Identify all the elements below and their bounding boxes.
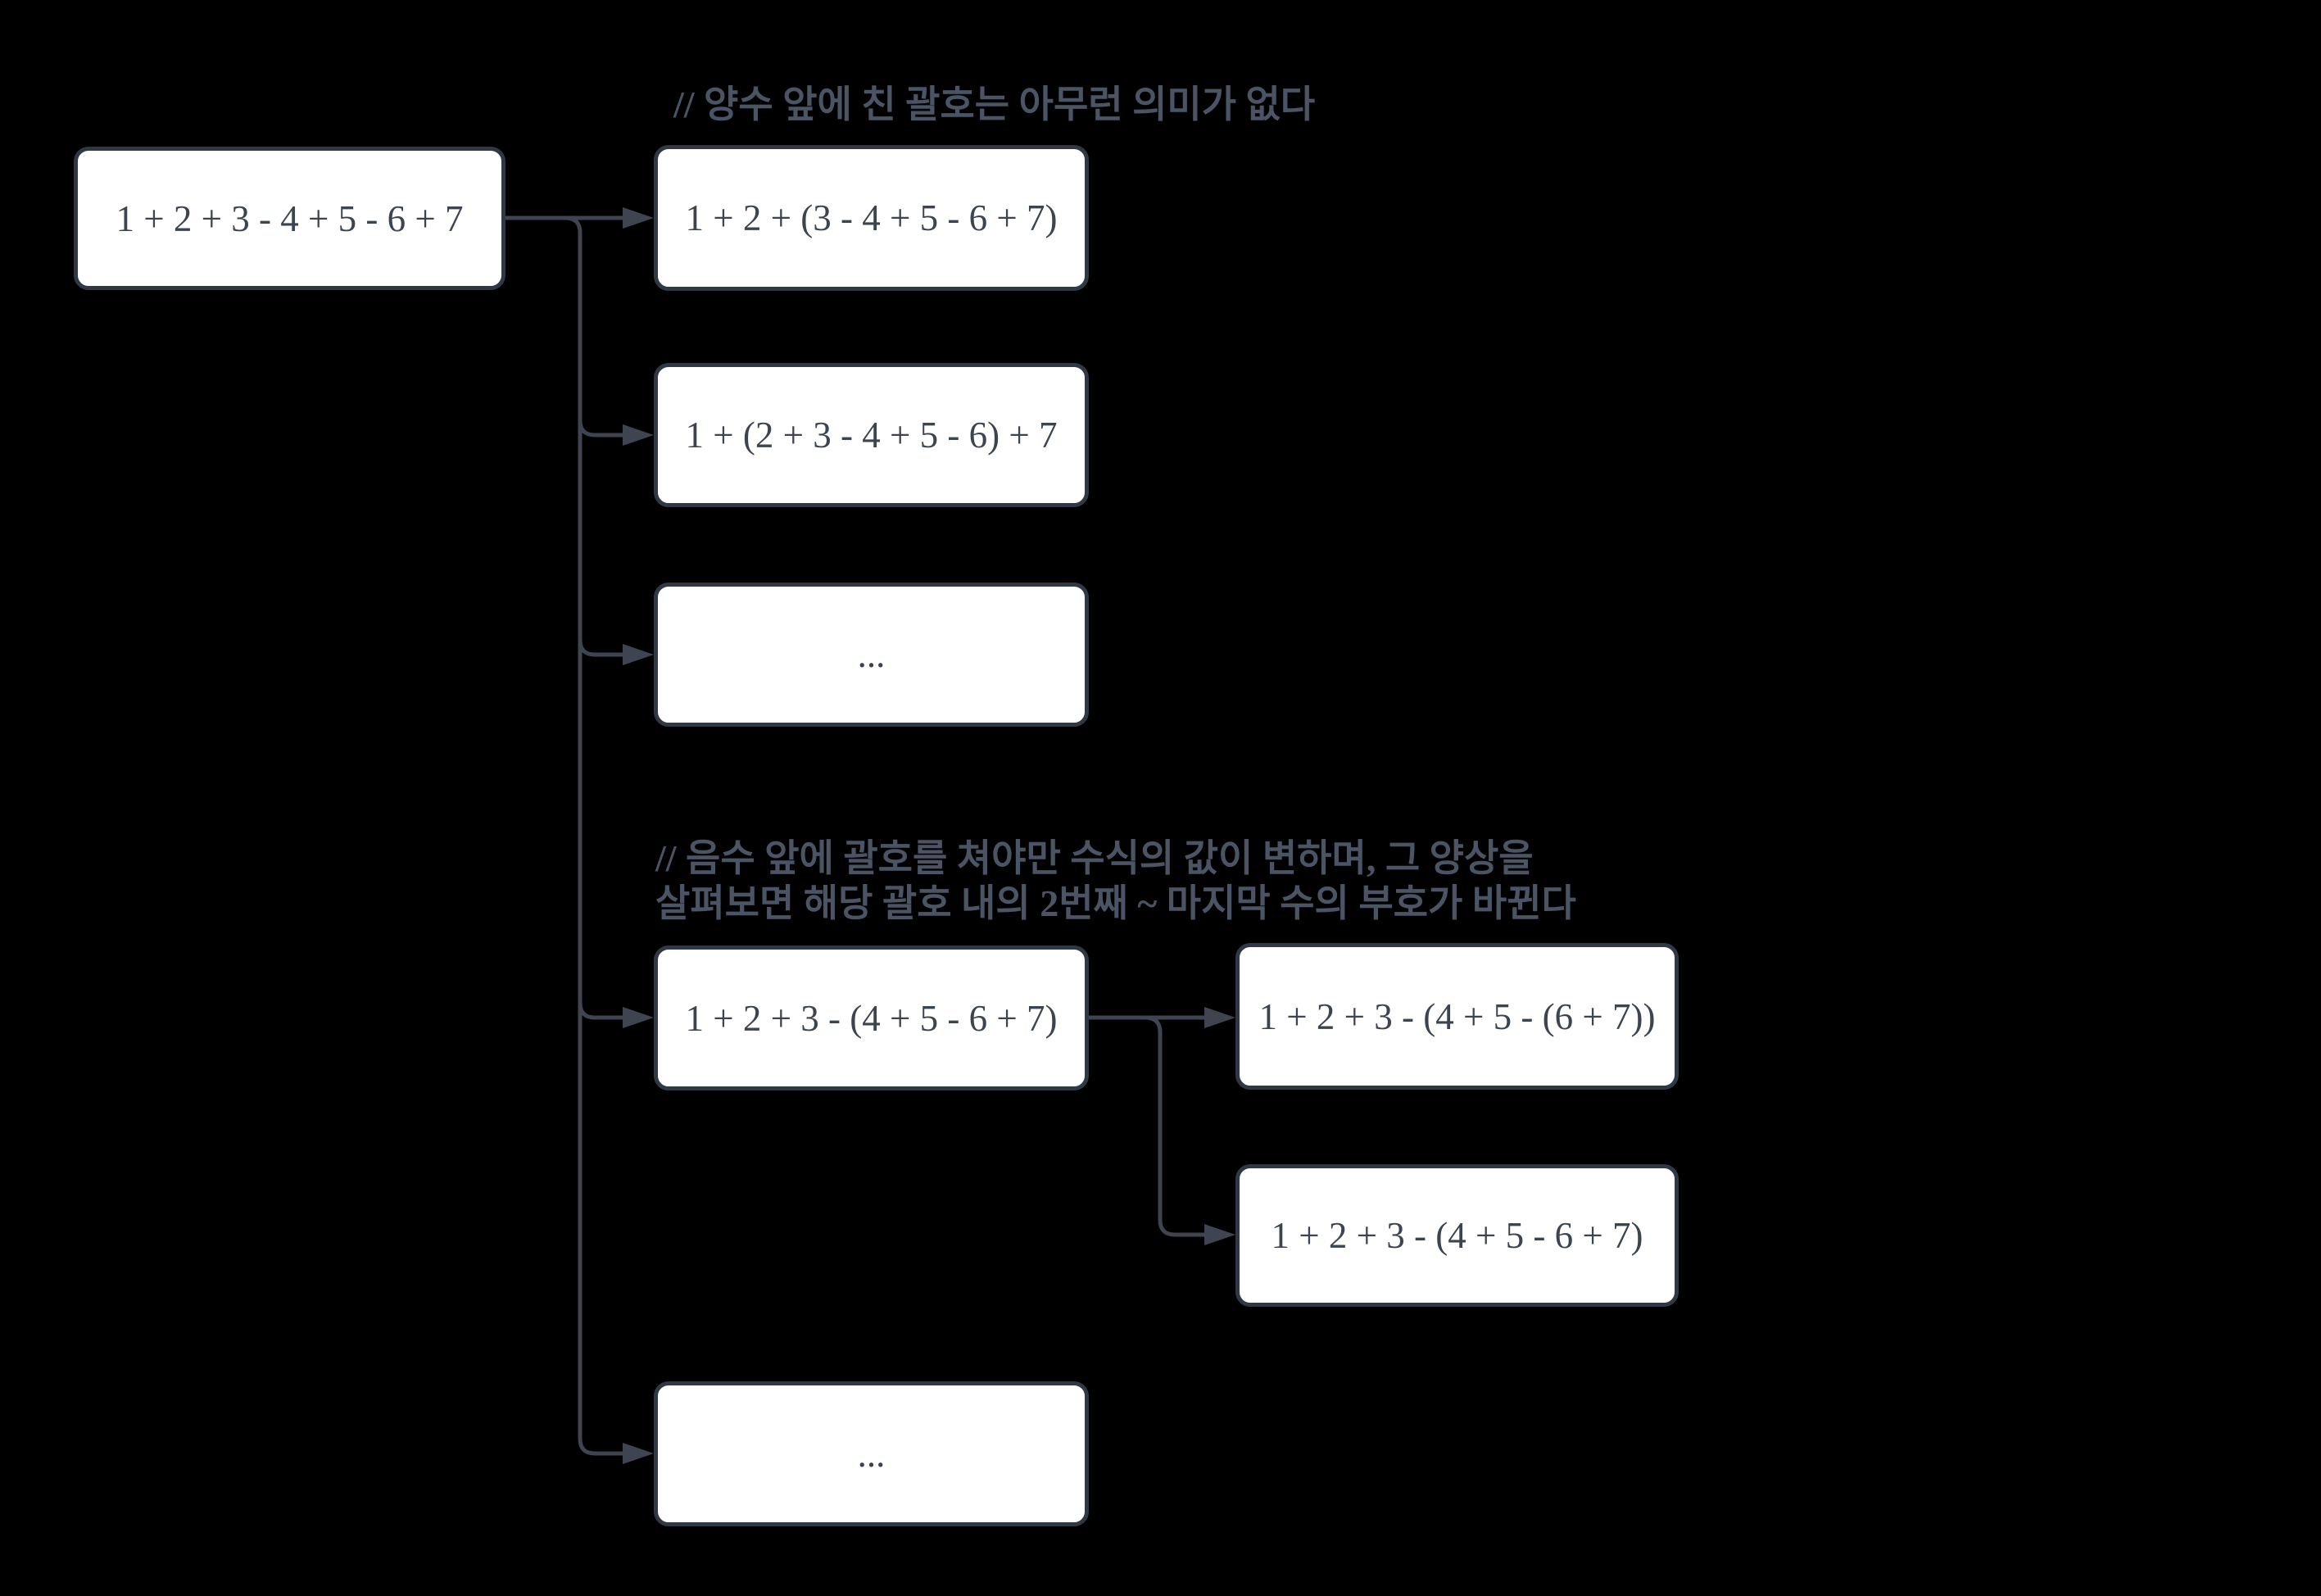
arrowhead-to-paren-negative-nested — [1204, 1007, 1235, 1028]
node-paren-positive-2: 1 + (2 + 3 - 4 + 5 - 6) + 7 — [654, 363, 1089, 507]
connector-branch-ellipsis-top — [578, 637, 627, 657]
arrowhead-to-ellipsis-top — [623, 644, 654, 665]
connector-trunk-left — [563, 215, 627, 1456]
connector-trunk-right — [1143, 1015, 1208, 1237]
node-paren-positive-2-label: 1 + (2 + 3 - 4 + 5 - 6) + 7 — [685, 415, 1058, 456]
node-ellipsis-bottom-label: ... — [857, 1433, 886, 1475]
node-paren-positive-1-label: 1 + 2 + (3 - 4 + 5 - 6 + 7) — [685, 197, 1058, 238]
node-paren-negative-nested: 1 + 2 + 3 - (4 + 5 - (6 + 7)) — [1235, 943, 1679, 1090]
comment-positive-parens: // 양수 앞에 친 괄호는 아무런 의미가 없다 — [673, 84, 1316, 125]
node-paren-negative-nested-label: 1 + 2 + 3 - (4 + 5 - (6 + 7)) — [1258, 995, 1656, 1037]
arrowhead-to-paren-negative-same — [1204, 1224, 1235, 1245]
node-root-expression: 1 + 2 + 3 - 4 + 5 - 6 + 7 — [74, 147, 505, 290]
connector-branch-paren-negative — [578, 1000, 627, 1020]
node-paren-positive-1: 1 + 2 + (3 - 4 + 5 - 6 + 7) — [654, 145, 1089, 291]
node-ellipsis-bottom: ... — [654, 1381, 1089, 1526]
arrowhead-to-paren-positive-1 — [623, 207, 654, 229]
arrowhead-to-paren-negative — [623, 1007, 654, 1028]
arrowhead-to-paren-positive-2 — [623, 424, 654, 446]
node-ellipsis-top-label: ... — [857, 634, 886, 675]
node-ellipsis-top: ... — [654, 583, 1089, 727]
node-paren-negative-same-label: 1 + 2 + 3 - (4 + 5 - 6 + 7) — [1271, 1215, 1643, 1256]
node-root-expression-label: 1 + 2 + 3 - 4 + 5 - 6 + 7 — [116, 197, 464, 239]
node-paren-negative-same: 1 + 2 + 3 - (4 + 5 - 6 + 7) — [1235, 1164, 1679, 1307]
connector-branch-paren-positive-2 — [578, 418, 627, 438]
comment-negative-parens: // 음수 앞에 괄호를 쳐야만 수식의 값이 변하며, 그 양상을 살펴보면 … — [655, 837, 1576, 924]
arrowhead-to-ellipsis-bottom — [623, 1443, 654, 1464]
node-paren-negative-label: 1 + 2 + 3 - (4 + 5 - 6 + 7) — [685, 997, 1058, 1039]
node-paren-negative: 1 + 2 + 3 - (4 + 5 - 6 + 7) — [654, 945, 1089, 1090]
